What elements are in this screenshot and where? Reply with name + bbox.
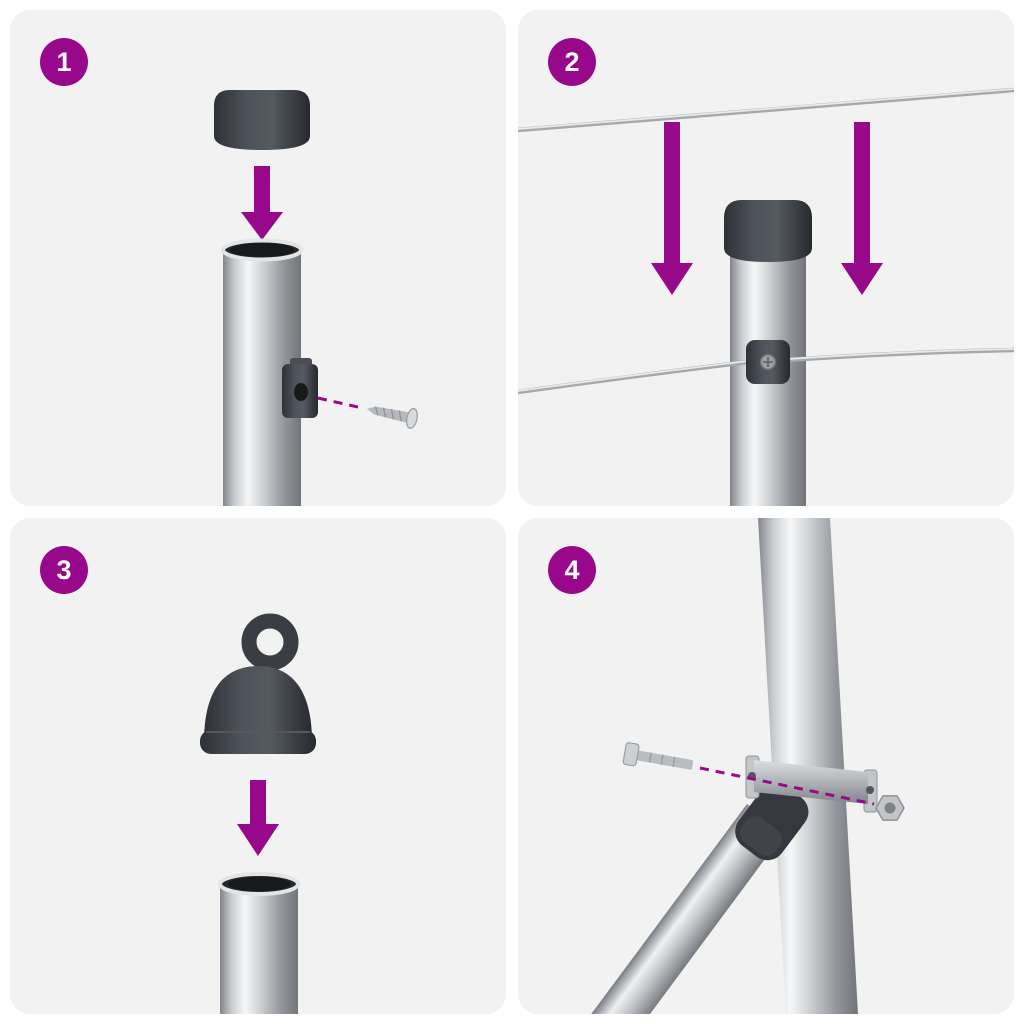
nut-icon [875,795,905,821]
brace-connector-illustration [735,783,809,861]
end-cap-illustration [214,90,310,150]
step-badge: 1 [40,38,88,86]
down-arrow-icon [841,122,883,295]
panel-step-2: 2 [518,10,1014,506]
wire-line [518,347,1014,395]
bolt-icon [622,742,694,770]
down-arrow-icon [241,166,283,240]
step-badge: 2 [548,38,596,86]
panel-step-4: 4 [518,518,1014,1014]
down-arrow-icon [237,780,279,856]
dashed-guide-line [317,396,363,410]
step-number: 1 [56,46,72,77]
brace-illustration [591,804,785,1014]
step-badge: 4 [548,546,596,594]
step-number: 2 [564,46,580,77]
step-2-illustration [518,87,1014,506]
wire-line [518,87,1014,133]
step-3-illustration [200,613,316,1014]
panel-step-3: 3 [10,518,506,1014]
step-badge: 3 [40,546,88,594]
eyelet-cap-illustration [200,613,316,754]
step-number: 4 [564,554,580,585]
tube-illustration [218,872,300,1014]
step-1-illustration [214,90,418,506]
screw-icon [366,406,418,429]
end-cap-illustration [724,200,812,262]
down-arrow-icon [651,122,693,295]
dashed-guide-line [699,766,875,806]
step-4-illustration [591,518,905,1014]
clamp-icon [746,340,790,384]
clamp-icon [282,358,318,418]
clamp-band-icon [745,755,878,813]
step-number: 3 [56,554,72,585]
panel-step-1: 1 [10,10,506,506]
